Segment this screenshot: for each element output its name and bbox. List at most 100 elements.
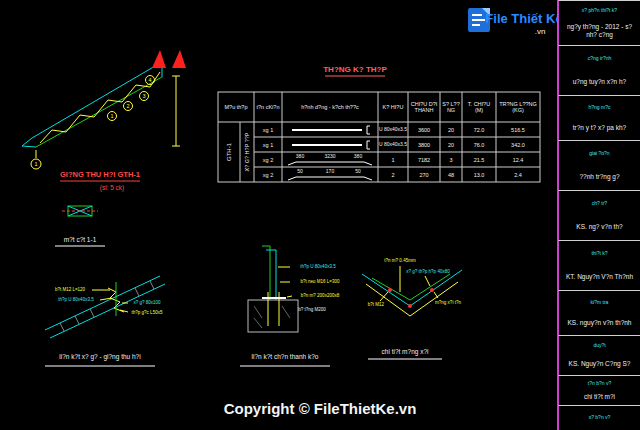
hatch	[60, 323, 64, 331]
channel-symbol	[367, 126, 370, 134]
table-cell: 48	[448, 171, 454, 177]
table-cell: xg 2	[263, 156, 273, 162]
bottom-chord	[36, 77, 162, 147]
table-cell: xg 1	[263, 126, 273, 132]
footing	[248, 300, 298, 332]
table-title: TH?NG K? TH?P	[323, 66, 387, 75]
quantity-note: (sl: 5 ck)	[100, 184, 125, 191]
table-cell: 270	[419, 171, 428, 177]
title-block-cell: ki?m traKS. nguy?n v?n th?nh	[558, 290, 640, 335]
title-block-cell: c?ng tr?nh u?ng tuy?n x?n h?	[558, 45, 640, 95]
table-header: t?n cKi?n	[255, 104, 281, 110]
title-block-cell: ch? tr? KS. ng? v?n th?	[558, 190, 640, 240]
ridge-cap	[372, 274, 450, 300]
cell-heading: ch? tr?	[592, 201, 607, 207]
hatch	[150, 281, 154, 289]
logo-mark	[472, 24, 480, 26]
dimension-tick	[172, 76, 180, 77]
annotation: th?p U 80x40x3.5	[300, 265, 335, 270]
annotation: b?t M12 L=120	[55, 288, 85, 293]
callout-number: 1	[110, 113, 113, 119]
table-cell: X? G? H?P ??P	[244, 132, 250, 171]
leader-line	[100, 298, 112, 300]
table-cell: 2.4	[514, 171, 522, 177]
table-cell: GTH-1	[226, 143, 233, 161]
dimension-text: 380	[296, 154, 304, 160]
cell-heading: h?ng m?c	[589, 105, 611, 111]
callout-number: 2	[126, 103, 129, 109]
table-cell: 13.0	[474, 171, 485, 177]
leader-line	[380, 292, 388, 301]
table-cell: 21.5	[474, 156, 485, 162]
section-circle	[31, 159, 41, 169]
flag-marker	[172, 50, 186, 68]
table-cell: U 80x40x3.5	[379, 127, 407, 133]
channel-symbol	[367, 141, 370, 149]
cell-value: ng?y th?ng - 2012 - s? nh? c?ng	[562, 23, 637, 38]
callout-circle	[124, 102, 133, 111]
annotation: th?p g?c L50x5	[132, 311, 163, 316]
annotation: b?t neo M16 L=300	[301, 280, 340, 285]
table-header: T. CHI?U (M)	[463, 101, 495, 113]
cell-heading: giai ?o?n	[589, 151, 609, 157]
table-cell: 72.0	[474, 126, 485, 132]
table-cell: 12.4	[513, 156, 524, 162]
dimension-text: 170	[326, 169, 334, 175]
cell-value: KS. nguy?n v?n th?nh	[568, 319, 632, 326]
title-block-cell: h?ng m?c tr?n y t? x? pa kh?	[558, 95, 640, 140]
cell-value: tr?n y t? x? pa kh?	[573, 124, 626, 131]
table-header: S? L??NG	[441, 101, 461, 113]
caption-underline	[45, 366, 155, 367]
leader-line	[287, 296, 292, 297]
section-caption: m?t c?t 1-1	[64, 236, 97, 243]
table-cell: xg 2	[263, 171, 273, 177]
table-cell: 516.5	[511, 126, 525, 132]
title-block-cell: t?n b?n v?chi ti?t m?i	[558, 375, 640, 405]
title-underline	[325, 76, 385, 77]
table-cell: xg 1	[263, 141, 273, 147]
end-plate	[22, 146, 36, 147]
table-cell: 342.0	[511, 141, 525, 147]
title-block-cell: s? b?n v?	[558, 405, 640, 430]
table-cell: 76.0	[474, 141, 485, 147]
logo-text: File Thiết Kế	[485, 12, 562, 26]
cell-heading: c?ng tr?nh	[588, 56, 612, 62]
logo-mark	[472, 19, 485, 21]
dimension-text: 380	[354, 154, 362, 160]
table-cell: 3800	[418, 141, 430, 147]
dimension-tick	[172, 146, 180, 147]
cell-value: KS. ng? v?n th?	[576, 223, 622, 230]
bar-shape	[292, 129, 362, 131]
dimension-text: 50	[355, 169, 361, 175]
callout-circle	[146, 76, 155, 85]
cell-value: u?ng tuy?n x?n h?	[573, 78, 627, 85]
annotation: m?ng x?i t?n	[435, 301, 461, 306]
title-underline	[60, 181, 140, 182]
leader-line	[400, 266, 401, 292]
bolt	[116, 282, 117, 316]
cell-value: chi ti?t m?i	[584, 393, 615, 400]
cell-value: KT. Nguy?n V?n Th?nh	[566, 273, 633, 280]
caption-underline	[240, 366, 330, 367]
ridge-sheet	[362, 270, 462, 306]
table-cell: 1	[391, 156, 394, 162]
table-cell: 3	[449, 156, 452, 162]
purlin	[50, 284, 165, 338]
annotation: th?p U 80x40x3.5	[58, 298, 93, 303]
annotation: b?t M12	[368, 303, 384, 308]
table-cell: 2	[391, 171, 394, 177]
dimension-text: 50	[297, 169, 303, 175]
top-chord	[22, 62, 162, 146]
hatch	[254, 318, 262, 328]
leader-line	[122, 303, 128, 304]
cell-value: ??nh tr?ng g?	[579, 173, 619, 180]
leader-line	[278, 267, 290, 268]
leader-line	[120, 310, 128, 312]
table-grid	[218, 92, 540, 182]
bolt-dot	[408, 304, 412, 308]
web-members	[40, 72, 160, 143]
detail-caption: chi ti?t m?ng x?i	[382, 348, 429, 355]
detail-caption: li?n k?t x? g? - gi?ng thu h?i	[40, 353, 160, 360]
logo-suffix: .vn	[535, 28, 546, 37]
